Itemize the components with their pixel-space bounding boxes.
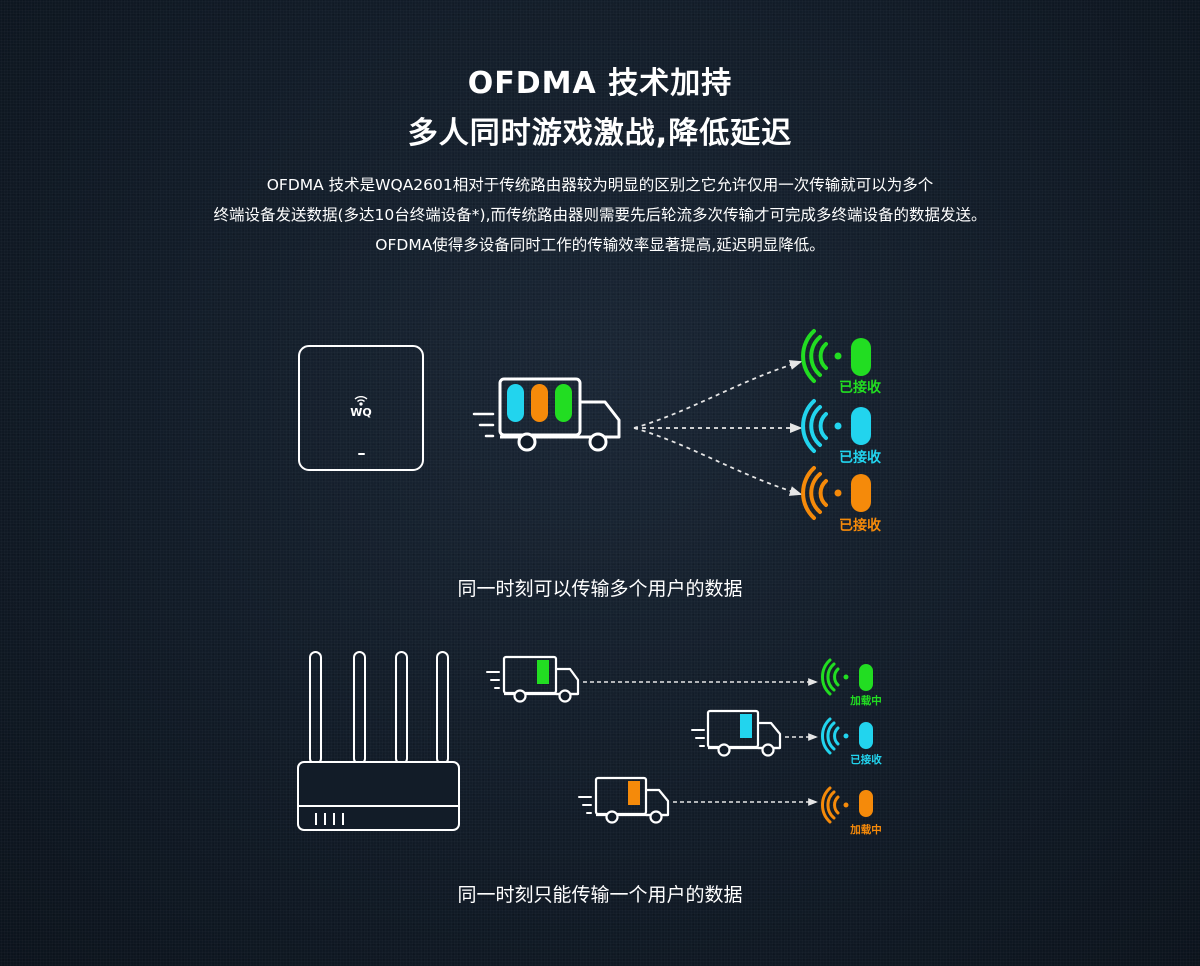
wifi-router-device: WQ bbox=[298, 345, 424, 471]
receiver-green-2: 加载中 bbox=[820, 658, 882, 707]
truck-icon-cyan bbox=[691, 709, 782, 757]
signal-icon bbox=[801, 466, 828, 520]
packet-orange bbox=[531, 384, 548, 422]
receiver-cyan-2: 已接收 bbox=[820, 717, 882, 766]
arrow-to-green bbox=[633, 360, 803, 429]
signal-icon bbox=[801, 329, 828, 383]
ofdma-caption: 同一时刻可以传输多个用户的数据 bbox=[457, 578, 743, 600]
wifi-icon bbox=[354, 396, 368, 406]
receiver-status-label: 已接收 bbox=[850, 753, 882, 766]
packet-cyan bbox=[507, 384, 524, 422]
ofdma-truck-icon bbox=[472, 377, 621, 452]
description-line-2: 终端设备发送数据(多达10台终端设备*),而传统路由器则需要先后轮流多次传输才可… bbox=[213, 206, 987, 224]
device-logo: WQ bbox=[350, 406, 371, 419]
signal-icon bbox=[820, 717, 840, 755]
signal-icon bbox=[820, 658, 840, 696]
receiver-status-label: 已接收 bbox=[839, 379, 882, 396]
receiver-orange-2: 加载中 bbox=[820, 786, 882, 836]
signal-icon bbox=[801, 399, 828, 453]
traditional-router-device bbox=[297, 651, 460, 831]
title-line-2: 多人同时游戏激战,降低延迟 bbox=[407, 116, 793, 151]
receiver-status-label: 加载中 bbox=[849, 823, 882, 836]
receiver-status-label: 已接收 bbox=[839, 449, 882, 466]
receiver-cyan: 已接收 bbox=[801, 399, 882, 466]
receiver-green: 已接收 bbox=[801, 329, 882, 396]
receiver-status-label: 已接收 bbox=[839, 517, 882, 534]
traditional-caption: 同一时刻只能传输一个用户的数据 bbox=[457, 884, 743, 906]
truck-icon-orange bbox=[578, 776, 670, 824]
arrow-to-orange bbox=[633, 427, 803, 496]
truck-icon-green bbox=[486, 655, 580, 703]
ofdma-transmission-arrows bbox=[633, 360, 803, 496]
signal-icon bbox=[820, 786, 840, 824]
description-line-3: OFDMA使得多设备同时工作的传输效率显著提高,延迟明显降低。 bbox=[375, 236, 825, 254]
receiver-status-label: 加载中 bbox=[849, 694, 882, 707]
packet-green bbox=[555, 384, 572, 422]
description-line-1: OFDMA 技术是WQA2601相对于传统路由器较为明显的区别之它允许仅用一次传… bbox=[266, 176, 934, 194]
title-line-1: OFDMA 技术加持 bbox=[467, 66, 733, 101]
status-led-icon bbox=[358, 453, 365, 455]
receiver-orange: 已接收 bbox=[801, 466, 882, 534]
